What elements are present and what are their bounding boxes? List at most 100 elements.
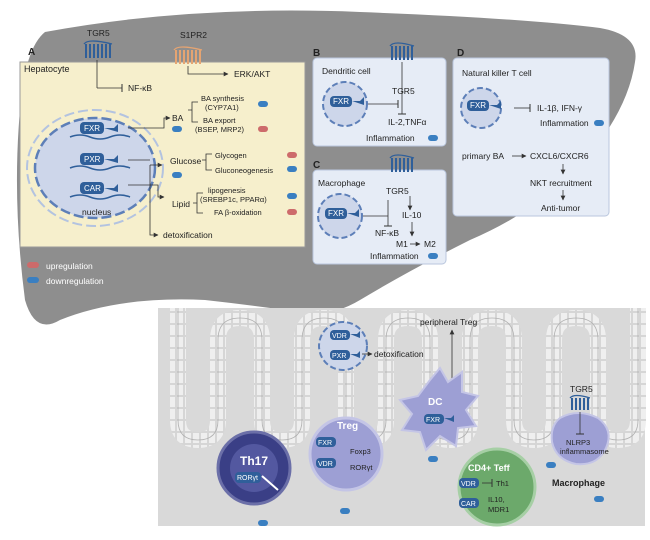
svg-text:FXR: FXR bbox=[328, 209, 344, 218]
car-receptor: CAR bbox=[69, 182, 131, 200]
panel-d: D Natural killer T cell FXR IL-1β, IFN-γ… bbox=[452, 48, 610, 217]
nfkb-label: NF-κB bbox=[128, 83, 152, 93]
nkt-recruitment-label: NKT recruitment bbox=[530, 178, 592, 188]
legend-down-label: downregulation bbox=[46, 276, 104, 286]
il10-label: IL10, bbox=[488, 495, 505, 504]
panel-a-letter: A bbox=[28, 47, 35, 58]
cxcl6-cxcr6-label: CXCL6/CXCR6 bbox=[530, 151, 589, 161]
s1pr2-receptor-icon bbox=[173, 46, 203, 64]
glycogen-up-marker bbox=[287, 152, 297, 158]
panel-d-letter: D bbox=[457, 48, 464, 59]
panel-c-letter: C bbox=[313, 160, 320, 171]
glucose-down-marker bbox=[172, 172, 182, 178]
inflammation-down-marker bbox=[428, 135, 438, 141]
treg-cell bbox=[308, 416, 384, 492]
ba-down-marker bbox=[172, 126, 182, 132]
macrophage-title: Macrophage bbox=[318, 178, 366, 188]
svg-text:VDR: VDR bbox=[332, 333, 347, 340]
svg-text:VDR: VDR bbox=[318, 461, 333, 468]
cytokines-label: IL-2,TNFα bbox=[388, 117, 427, 127]
glycogen-label: Glycogen bbox=[215, 151, 247, 160]
lipogenesis-genes: (SREBP1c, PPARα) bbox=[200, 195, 267, 204]
dc-cell bbox=[398, 366, 480, 452]
panel-e: E VDR PXR detoxification peripheral Treg… bbox=[158, 308, 646, 527]
svg-text:FXR: FXR bbox=[318, 440, 332, 447]
anti-tumor-label: Anti-tumor bbox=[541, 203, 580, 213]
tgr5-label: TGR5 bbox=[392, 86, 415, 96]
inflammation-label: Inflammation bbox=[366, 133, 415, 143]
cytokines-label: IL-1β, IFN-γ bbox=[537, 103, 583, 113]
treg-roryt-label: RORγt bbox=[350, 463, 373, 472]
ba-synthesis-down-marker bbox=[258, 101, 268, 107]
nfkb-label: NF-κB bbox=[375, 228, 399, 238]
teff-label: CD4+ Teff bbox=[468, 463, 511, 473]
tgr5-receptor-icon bbox=[389, 42, 415, 60]
erk-akt-label: ERK/AKT bbox=[234, 69, 270, 79]
gluconeogenesis-label: Gluconeogenesis bbox=[215, 166, 273, 175]
svg-text:CAR: CAR bbox=[461, 501, 476, 508]
ba-export-up-marker bbox=[258, 126, 268, 132]
inflammation-down-marker bbox=[428, 253, 438, 259]
svg-text:PXR: PXR bbox=[84, 155, 101, 164]
tgr5-label: TGR5 bbox=[87, 28, 110, 38]
gluconeogenesis-down-marker bbox=[287, 166, 297, 172]
nkt-box bbox=[452, 57, 610, 217]
svg-text:FXR: FXR bbox=[84, 124, 100, 133]
panel-a: A Hepatocyte TGR5 NF-κB S1PR2 ERK/AKT FX… bbox=[19, 28, 306, 248]
panel-c: C Macrophage TGR5 FXR IL-10 NF-κB M1 M2 … bbox=[312, 154, 447, 265]
fxr-receptor: FXR bbox=[69, 122, 131, 140]
macrophage-label: Macrophage bbox=[552, 478, 605, 488]
treg-down-marker bbox=[340, 508, 350, 514]
glucose-label: Glucose bbox=[170, 156, 201, 166]
ba-export-label: BA export bbox=[203, 116, 236, 125]
nucleus bbox=[33, 116, 157, 220]
th17-label: Th17 bbox=[240, 454, 268, 468]
panel-b-letter: B bbox=[313, 48, 320, 59]
lipogenesis-label: lipogenesis bbox=[208, 186, 246, 195]
ba-synthesis-label: BA synthesis bbox=[201, 94, 244, 103]
svg-text:FXR: FXR bbox=[426, 417, 440, 424]
nlrp3-label: NLRP3 bbox=[566, 438, 590, 447]
fa-oxidation-label: FA β-oxidation bbox=[214, 208, 262, 217]
lipid-label: Lipid bbox=[172, 199, 190, 209]
svg-text:VDR: VDR bbox=[461, 481, 476, 488]
inflammation-label: Inflammation bbox=[370, 251, 419, 261]
teff-down-marker bbox=[546, 462, 556, 468]
tgr5-receptor-icon bbox=[83, 40, 113, 58]
m1-label: M1 bbox=[396, 239, 408, 249]
svg-text:FXR: FXR bbox=[333, 97, 349, 106]
svg-text:PXR: PXR bbox=[332, 353, 346, 360]
dc-label: DC bbox=[428, 397, 442, 408]
lipogenesis-down-marker bbox=[287, 193, 297, 199]
legend-up-label: upregulation bbox=[46, 261, 93, 271]
tgr5-label: TGR5 bbox=[570, 384, 593, 394]
detoxification-label: detoxification bbox=[163, 230, 213, 240]
macrophage-box bbox=[312, 169, 447, 265]
peripheral-treg-label: peripheral Treg bbox=[420, 317, 477, 327]
foxp3-label: Foxp3 bbox=[350, 447, 371, 456]
legend-up-swatch bbox=[27, 262, 39, 268]
inflammation-down-marker bbox=[594, 120, 604, 126]
legend: upregulation downregulation bbox=[27, 261, 104, 286]
ba-export-genes: (BSEP, MRP2) bbox=[195, 125, 245, 134]
tgr5-label: TGR5 bbox=[386, 186, 409, 196]
pxr-receptor: PXR bbox=[69, 153, 131, 171]
ba-synthesis-gene: (CYP7A1) bbox=[205, 103, 239, 112]
detoxification-label: detoxification bbox=[374, 349, 424, 359]
svg-text:RORγt: RORγt bbox=[237, 475, 258, 482]
m2-label: M2 bbox=[424, 239, 436, 249]
tgr5-receptor-icon bbox=[389, 154, 415, 172]
th1-label: Th1 bbox=[496, 479, 509, 488]
nucleus-label: nucleus bbox=[82, 207, 111, 217]
mdr1-label: MDR1 bbox=[488, 505, 509, 514]
dendritic-cell-title: Dendritic cell bbox=[322, 66, 371, 76]
macrophage-down-marker bbox=[594, 496, 604, 502]
hepatocyte-title: Hepatocyte bbox=[24, 64, 70, 74]
ba-label: BA bbox=[172, 113, 184, 123]
th17-down-marker bbox=[258, 520, 268, 526]
primary-ba-label: primary BA bbox=[462, 151, 504, 161]
nkt-title: Natural killer T cell bbox=[462, 68, 532, 78]
il10-label: IL-10 bbox=[402, 210, 422, 220]
svg-text:CAR: CAR bbox=[84, 184, 101, 193]
